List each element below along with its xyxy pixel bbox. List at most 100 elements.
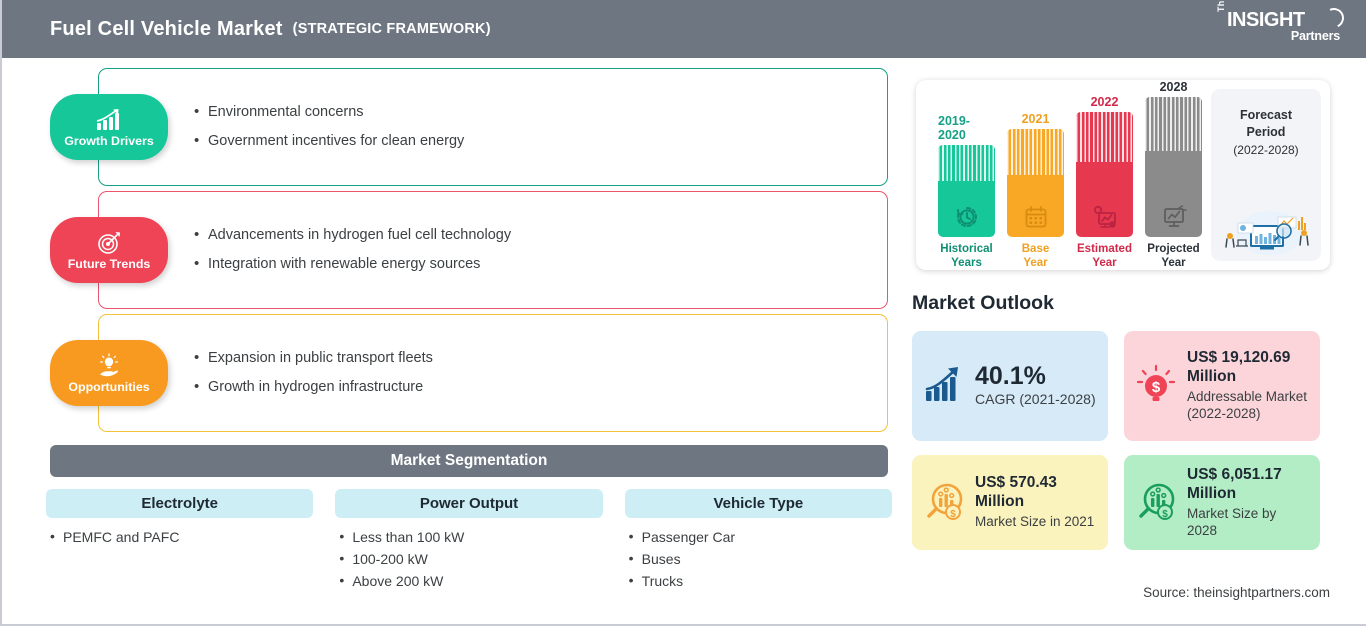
segmentation-column-electrolyte: Electrolyte PEMFC and PAFC [46,489,314,595]
outlook-card-text: 40.1% CAGR (2021-2028) [975,363,1096,408]
business-analytics-illustration [1225,211,1309,255]
timeline-year: 2019-2020 [938,113,970,142]
market-outlook-title: Market Outlook [912,292,1054,314]
outlook-card-label: Addressable Market (2022-2028) [1187,389,1308,422]
badge-label: Opportunities [68,379,150,394]
clock-history-icon [956,206,977,227]
badge-future-trends[interactable]: Future Trends [50,217,168,283]
timeline-col-base: 2021 Ba [1007,112,1064,270]
source-text: Source: theinsightpartners.com [1143,585,1330,600]
badge-growth-drivers[interactable]: Growth Drivers [50,94,168,160]
outlook-card-text: US$ 19,120.69 Million Addressable Market… [1187,349,1308,422]
logo-the-text: The [1216,0,1226,12]
section-box [98,314,888,432]
bullet-list: Environmental concerns Government incent… [194,68,464,186]
bullet-item: Government incentives for clean energy [194,132,464,150]
timeline-bar [1145,96,1202,237]
market-segmentation-header: Market Segmentation [50,445,888,477]
outlook-card-cagr: 40.1% CAGR (2021-2028) [912,331,1108,441]
segmentation-column-title: Electrolyte [46,489,314,518]
calendar-icon [1025,206,1046,228]
svg-text:$: $ [1152,379,1161,396]
outlook-card-label: Market Size by 2028 [1187,505,1277,538]
market-segmentation-title: Market Segmentation [390,452,548,469]
page-subtitle: (STRATEGIC FRAMEWORK) [292,21,491,37]
segmentation-item: Trucks [629,572,892,589]
outlook-card-market-size-2021: $ US$ 570.43 Million Market Size in 2021 [912,455,1108,550]
timeline-bar [938,144,995,237]
segmentation-item: 100-200 kW [339,550,602,567]
segmentation-column-vehicle-type: Vehicle Type Passenger Car Buses Trucks [624,489,892,595]
svg-text:$: $ [1162,509,1168,520]
timeline-bar [1007,128,1064,237]
logo-arc-icon [1321,5,1347,31]
outlook-card-value: US$ 6,051.17 [1187,465,1282,483]
timeline-bar [1076,111,1133,237]
hand-lightbulb-icon [100,352,118,376]
forecast-range: (2022-2028) [1233,142,1299,157]
section-future-trends: Future Trends Advancements in hydrogen f… [50,191,888,309]
left-panel: Growth Drivers Environmental concerns Go… [2,58,902,626]
segmentation-item-list: Less than 100 kW 100-200 kW Above 200 kW [335,528,602,589]
bullet-list: Advancements in hydrogen fuel cell techn… [194,191,511,309]
outlook-card-text: US$ 6,051.17 Million Market Size by 2028 [1187,466,1308,539]
bullet-item: Environmental concerns [194,103,464,121]
segmentation-item: Passenger Car [629,528,892,545]
bullet-list: Expansion in public transport fleets Gro… [194,314,433,432]
presentation-chart-icon [1163,205,1187,227]
badge-label: Growth Drivers [64,133,154,148]
bullet-item: Integration with renewable energy source… [194,255,511,273]
timeline-year: 2028 [1159,79,1188,94]
bullet-item: Advancements in hydrogen fuel cell techn… [194,226,511,244]
page-header: Fuel Cell Vehicle Market (STRATEGIC FRAM… [2,0,1366,58]
svg-text:$: $ [950,509,956,520]
growth-bar-arrow-icon [925,367,958,401]
logo-insight-text: INSIGHT [1227,9,1305,31]
insight-partners-logo: The INSIGHT Partners [1216,0,1347,50]
magnifier-bars-dollar-icon: $ [1139,483,1175,520]
outlook-card-label: CAGR (2021-2028) [975,390,1096,407]
section-box [98,191,888,309]
segmentation-column-power-output: Power Output Less than 100 kW 100-200 kW… [335,489,603,595]
timeline-year: 2022 [1090,94,1119,109]
section-growth-drivers: Growth Drivers Environmental concerns Go… [50,68,888,186]
segmentation-columns: Electrolyte PEMFC and PAFC Power Output … [46,489,892,595]
bullet-item: Growth in hydrogen infrastructure [194,378,433,396]
growth-chart-arrow-icon [96,108,119,130]
outlook-card-value-unit: Million [1187,368,1237,386]
outlook-card-value: 40.1% [975,362,1046,391]
segmentation-column-title: Vehicle Type [624,489,892,518]
outlook-card-value-unit: Million [1187,484,1237,502]
timeline-year: 2021 [1021,111,1050,126]
outlook-card-value: US$ 19,120.69 [1187,349,1291,367]
section-opportunities: Opportunities Expansion in public transp… [50,314,888,432]
outlook-card-text: US$ 570.43 Million Market Size in 2021 [975,474,1096,530]
segmentation-column-title: Power Output [335,489,603,518]
bullet-item: Expansion in public transport fleets [194,349,433,367]
outlook-card-market-size-2028: $ US$ 6,051.17 Million Market Size by 20… [1124,455,1320,550]
outlook-card-value-unit: Million [975,493,1025,511]
page-title: Fuel Cell Vehicle Market [50,17,283,40]
badge-label: Future Trends [67,256,151,271]
segmentation-item: Buses [629,550,892,567]
lightbulb-dollar-icon: $ [1136,364,1176,401]
logo-partners-text: Partners [1290,29,1340,43]
magnifier-bars-dollar-icon: $ [927,483,963,520]
outlook-card-label: Market Size in 2021 [975,514,1095,530]
section-box [98,68,888,186]
segmentation-item: PEMFC and PAFC [50,528,313,545]
segmentation-item-list: PEMFC and PAFC [46,528,313,545]
badge-opportunities[interactable]: Opportunities [50,340,168,406]
outlook-cards: 40.1% CAGR (2021-2028) $ US$ 19,120.69 [912,331,1332,550]
